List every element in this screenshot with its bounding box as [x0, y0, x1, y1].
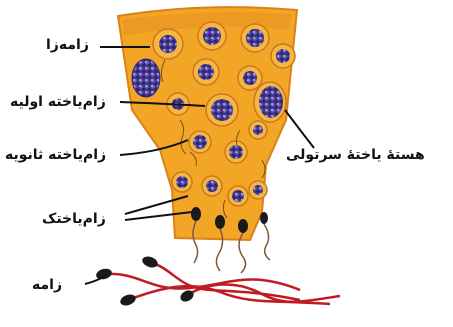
sertoli-nucleus-left — [132, 59, 160, 97]
label-spermatid: زام‌یاختک — [42, 212, 106, 226]
label-primary-spermatocyte: زام‌یاخته اولیه — [10, 95, 106, 109]
label-spermatogonia: زامه‌زا — [46, 38, 89, 52]
sertoli-nucleus — [254, 82, 286, 122]
label-sperm: زامه — [32, 278, 62, 292]
label-sertoli-nucleus: هستهٔ یاختهٔ سرتولی — [286, 148, 425, 162]
sperm-group — [95, 255, 340, 308]
label-secondary-spermatocyte: زام‌یاخته ثانویه — [5, 148, 106, 162]
